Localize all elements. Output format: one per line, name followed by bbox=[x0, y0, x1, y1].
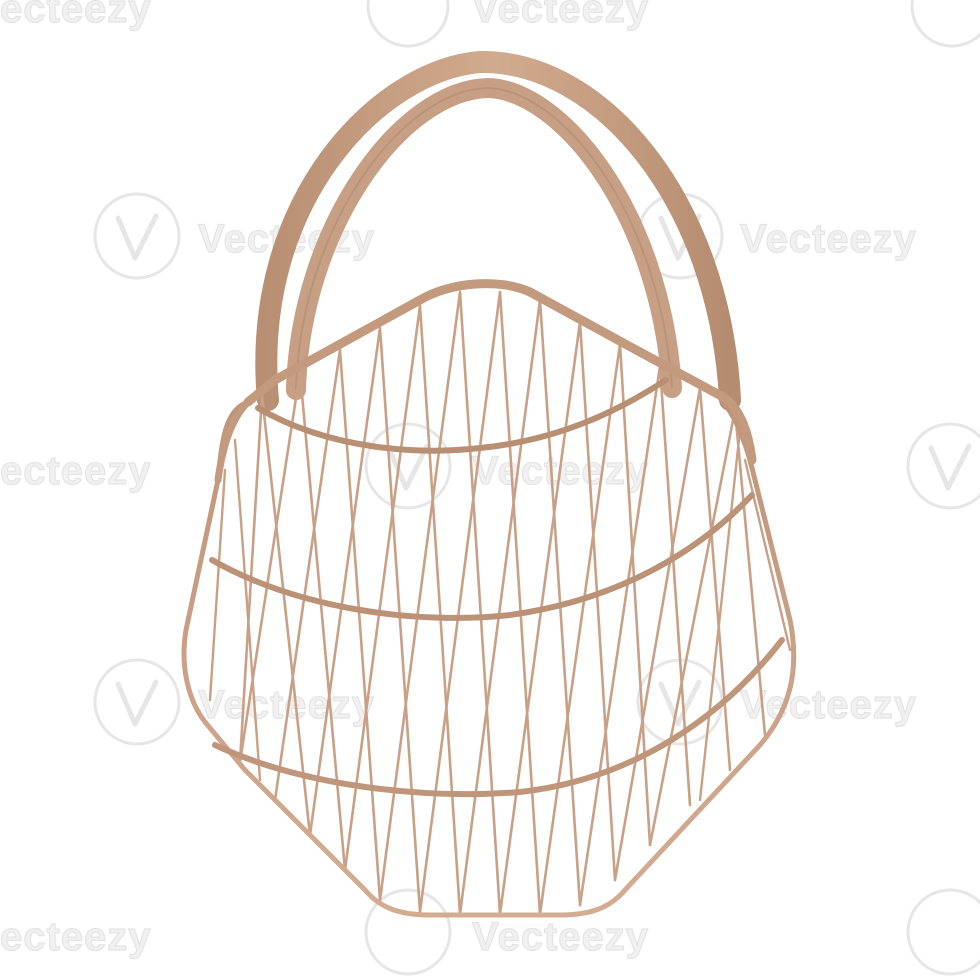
net-string bbox=[698, 428, 742, 802]
net-string bbox=[458, 290, 502, 916]
watermark-row-top: ecteezy Vecteezy bbox=[0, 0, 980, 48]
vecteezy-logo-icon bbox=[115, 213, 159, 261]
vecteezy-logo-icon bbox=[364, 888, 452, 976]
vecteezy-logo-icon bbox=[658, 679, 702, 727]
watermark-text: Vecteezy bbox=[472, 449, 649, 493]
net-string bbox=[338, 348, 382, 902]
basket-hoop-1 bbox=[255, 377, 669, 454]
watermark-text: Vecteezy bbox=[472, 915, 649, 959]
watermark-text: Vecteezy bbox=[472, 0, 649, 31]
net-string bbox=[418, 304, 462, 916]
basket bbox=[181, 50, 797, 918]
net-string bbox=[613, 386, 702, 882]
net-string bbox=[648, 408, 737, 847]
net-string bbox=[733, 408, 767, 737]
vecteezy-logo-icon bbox=[906, 422, 980, 510]
basket-rim bbox=[243, 279, 757, 465]
net-string bbox=[658, 364, 692, 807]
net-string bbox=[233, 438, 262, 782]
net-string bbox=[298, 370, 347, 872]
watermark-text: Vecteezy bbox=[198, 683, 375, 727]
vecteezy-logo-icon bbox=[366, 0, 450, 48]
watermark-text: ecteezy bbox=[0, 915, 152, 959]
net-string bbox=[498, 290, 542, 916]
net-string bbox=[208, 468, 227, 702]
net-string bbox=[343, 304, 422, 872]
net-string bbox=[378, 290, 462, 902]
net-string bbox=[618, 342, 652, 847]
net-string bbox=[538, 342, 622, 916]
net-string bbox=[743, 458, 792, 652]
net-string bbox=[418, 290, 502, 914]
net-string bbox=[273, 348, 342, 802]
watermark-text: ecteezy bbox=[0, 449, 152, 493]
vecteezy-logo-icon bbox=[364, 422, 452, 510]
vecteezy-logo-icon bbox=[115, 679, 159, 727]
net-string bbox=[498, 320, 582, 916]
net-string bbox=[458, 298, 542, 916]
basket-body-outline bbox=[181, 396, 797, 918]
watermark-row-3: ecteezy Vecteezy bbox=[0, 422, 980, 510]
watermark-row-5: ecteezy Vecteezy bbox=[0, 888, 980, 976]
net-string bbox=[578, 364, 662, 907]
vecteezy-logo-icon bbox=[93, 192, 181, 280]
watermark-text: Vecteezy bbox=[740, 217, 917, 261]
watermark-row-4: Vecteezy Vecteezy bbox=[93, 658, 917, 746]
vecteezy-logo-icon bbox=[910, 0, 980, 48]
watermark-text: ecteezy bbox=[0, 0, 152, 31]
basket-handle-back bbox=[255, 50, 741, 411]
net-string bbox=[578, 320, 617, 882]
net-string bbox=[378, 326, 422, 914]
net-string bbox=[698, 386, 732, 772]
vecteezy-logo-icon bbox=[906, 888, 980, 976]
vecteezy-logo-icon bbox=[93, 658, 181, 746]
vecteezy-logo-icon bbox=[386, 443, 430, 491]
basket-hoop-3 bbox=[212, 637, 785, 798]
watermark-row-2: Vecteezy Vecteezy bbox=[93, 192, 917, 280]
vecteezy-logo-icon bbox=[928, 443, 972, 491]
watermark-text: Vecteezy bbox=[740, 683, 917, 727]
basket-hoop-2 bbox=[209, 492, 755, 621]
net-string bbox=[308, 326, 382, 837]
